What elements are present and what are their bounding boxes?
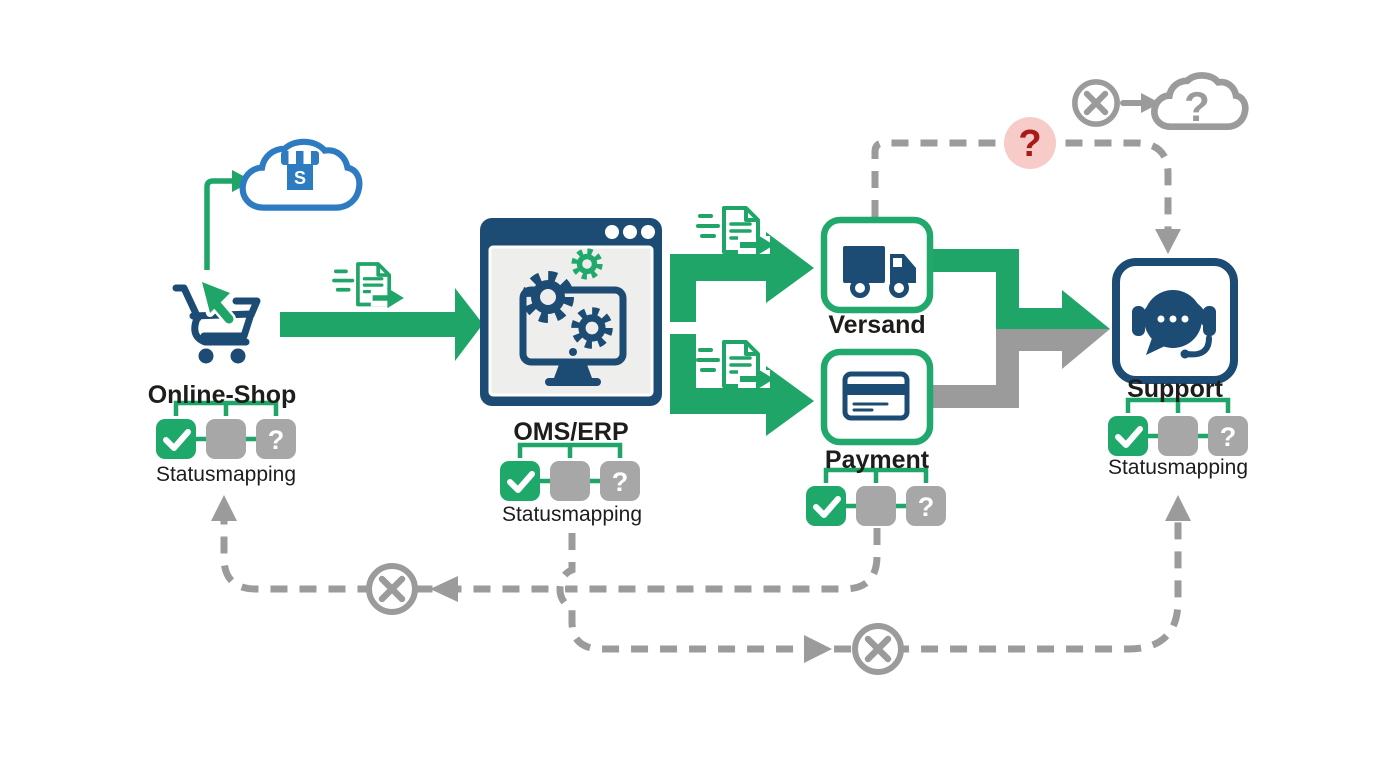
arrow-versand-to-support bbox=[932, 249, 1110, 329]
arrow-oms-to-payment bbox=[670, 334, 814, 436]
support-box bbox=[1112, 258, 1238, 384]
sync-error-icon bbox=[1075, 82, 1117, 124]
versand-label: Versand bbox=[828, 311, 926, 339]
statusmapping-label-shop: Statusmapping bbox=[155, 463, 297, 486]
oms-window-icon bbox=[480, 218, 662, 406]
monitor-icon bbox=[519, 286, 627, 386]
order-arrow-shop-to-oms bbox=[280, 288, 483, 361]
status-widget-support bbox=[1108, 400, 1248, 456]
document-transfer-icon bbox=[696, 340, 776, 392]
error-question-badge: ? bbox=[1004, 117, 1056, 169]
credit-card-icon bbox=[842, 371, 910, 421]
statusmapping-label-support: Statusmapping bbox=[1107, 456, 1249, 479]
sync-error-icon bbox=[369, 566, 415, 612]
truck-icon bbox=[843, 246, 916, 298]
arrowhead-down-icon bbox=[1155, 229, 1181, 254]
status-path-oms-to-support bbox=[556, 495, 1191, 663]
support-label: Support bbox=[1127, 375, 1223, 403]
oms-erp-label: OMS/ERP bbox=[513, 418, 629, 446]
shop-awning-icon bbox=[281, 151, 319, 165]
sync-error-icon bbox=[855, 626, 901, 672]
arrowhead-up-icon bbox=[211, 495, 237, 521]
statusmapping-label-oms: Statusmapping bbox=[501, 503, 643, 526]
status-widget-online-shop bbox=[156, 403, 296, 459]
versand-box bbox=[820, 216, 934, 314]
error-to-unknown-cloud: ? bbox=[1075, 75, 1245, 130]
arrow-payment-to-support bbox=[932, 329, 1110, 408]
status-path-payment-to-shop bbox=[211, 495, 881, 602]
arrowhead-up-icon bbox=[1165, 495, 1191, 521]
arrowhead-left-icon bbox=[430, 576, 458, 602]
cursor-icon bbox=[198, 278, 236, 326]
cloud-question-icon: ? bbox=[1184, 83, 1210, 130]
arrow-oms-to-versand bbox=[670, 232, 814, 322]
arrowhead-right-icon bbox=[804, 635, 832, 663]
status-widget-oms bbox=[500, 445, 640, 501]
shop-cloud-icon: S bbox=[243, 142, 360, 208]
arrowhead-right-icon bbox=[1141, 93, 1160, 113]
payment-label: Payment bbox=[824, 446, 930, 474]
online-shop-label: Online-Shop bbox=[147, 381, 297, 409]
shopping-cart-icon bbox=[172, 278, 261, 364]
headset-icon bbox=[1132, 290, 1216, 359]
shop-body-icon bbox=[287, 164, 313, 190]
document-transfer-icon bbox=[696, 206, 776, 258]
payment-box bbox=[820, 348, 934, 446]
status-widget-payment bbox=[806, 470, 946, 526]
shop-initial: S bbox=[294, 168, 306, 188]
error-question-icon: ? bbox=[1018, 123, 1041, 165]
document-transfer-icon bbox=[332, 262, 406, 311]
